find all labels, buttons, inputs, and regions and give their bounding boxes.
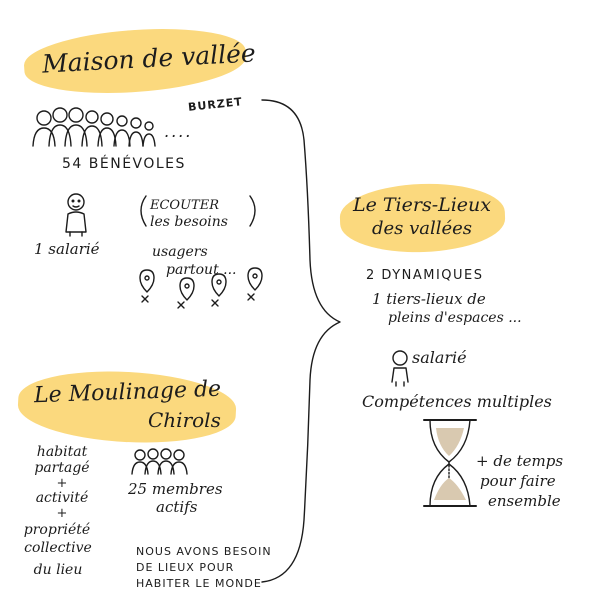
one-place-line-1: 1 tiers-lieux de: [372, 290, 486, 308]
time-line-1: + de temps: [476, 452, 564, 470]
quote-line-2: DE LIEUX POUR: [136, 561, 235, 574]
dynamics-label: 2 DYNAMIQUES: [366, 268, 484, 283]
tiers-employee-icon: [391, 350, 409, 387]
one-place-line-2: pleins d'espaces ...: [388, 310, 522, 326]
crowd-icon: [32, 107, 156, 147]
time-line-2: pour faire: [480, 472, 556, 490]
skills-label: Compétences multiples: [362, 392, 552, 411]
curly-brace-icon: [261, 99, 341, 583]
habitat-line-3: +: [56, 476, 68, 491]
habitat-line-8: du lieu: [33, 562, 83, 578]
employee-icon: [65, 193, 87, 237]
habitat-line-6: propriété: [23, 522, 91, 538]
members-line-2: actifs: [156, 498, 198, 516]
tiers-lieux-title-line-1: Le Tiers-Lieux: [352, 194, 492, 216]
tiers-employee-label: salarié: [412, 348, 467, 367]
location-pins-icon: [139, 267, 263, 309]
quote-line-1: NOUS AVONS BESOIN: [136, 545, 272, 558]
bracket-left-icon: [140, 195, 147, 227]
habitat-line-2: partagé: [34, 460, 90, 476]
tiers-lieux-title-line-2: des vallées: [371, 218, 473, 239]
moulinage-title-line-2: Chirols: [148, 408, 221, 432]
listen-line-1: ECOUTER: [150, 198, 219, 213]
habitat-line-5: +: [56, 506, 68, 521]
time-line-3: ensemble: [488, 492, 561, 510]
habitat-line-4: activité: [35, 490, 89, 506]
members-group-icon: [131, 448, 188, 475]
bracket-right-icon: [249, 195, 256, 227]
volunteers-count: 54 BÉNÉVOLES: [62, 156, 186, 172]
habitat-line-1: habitat: [36, 444, 88, 460]
volunteers-ellipsis: ....: [164, 122, 193, 141]
hourglass-icon: [423, 419, 477, 507]
habitat-line-7: collective: [24, 540, 92, 556]
members-line-1: 25 membres: [128, 480, 223, 498]
employee-label: 1 salarié: [34, 240, 100, 258]
quote-line-3: HABITER LE MONDE: [136, 577, 262, 590]
users-line-1: usagers: [152, 244, 208, 260]
listen-line-2: les besoins: [150, 214, 228, 230]
